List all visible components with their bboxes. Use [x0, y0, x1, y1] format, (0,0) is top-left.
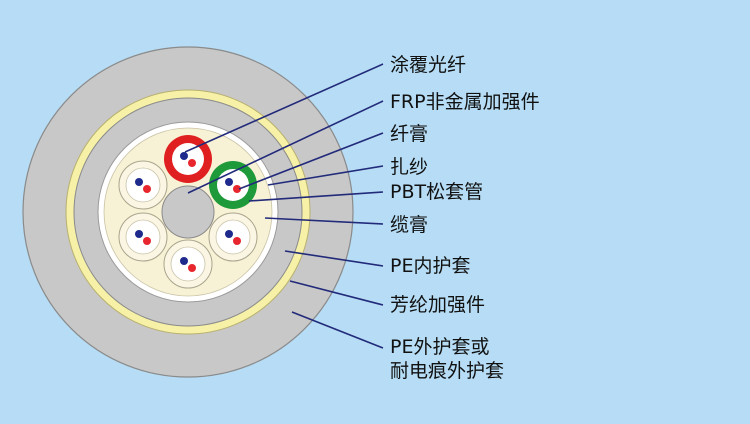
tube-core: [172, 143, 204, 175]
loose-tubes: [118, 135, 258, 289]
label-fiber-gel: 纤膏: [390, 123, 429, 145]
leader-line: [187, 100, 384, 194]
label-pe-outer-sheath-or: PE外护套或: [390, 336, 490, 358]
frp-center: [161, 185, 215, 239]
label-frp-strength-member: FRP非金属加强件: [390, 91, 540, 113]
fiber-blue: [135, 178, 143, 186]
loose-tube: [118, 212, 168, 262]
fiber-red: [188, 159, 196, 167]
label-binder-yarn: 扎纱: [390, 156, 429, 178]
leader-line: [238, 132, 384, 190]
label-coated-fiber: 涂覆光纤: [390, 54, 467, 76]
label-pbt-loose-tube: PBT松套管: [390, 181, 484, 203]
loose-tube: [118, 160, 168, 210]
fiber-red: [143, 185, 151, 193]
fiber-blue: [225, 230, 233, 238]
fiber-blue: [225, 178, 233, 186]
fiber-blue: [135, 230, 143, 238]
leader-line: [291, 311, 384, 349]
tube-core: [125, 167, 161, 203]
loose-tube: [164, 135, 212, 183]
label-aramid-strength: 芳纶加强件: [390, 294, 486, 316]
fiber-red: [188, 264, 196, 272]
leader-lines: [184, 63, 384, 349]
loose-tube: [163, 239, 213, 289]
leader-line: [289, 280, 384, 306]
label-pe-inner-sheath: PE内护套: [390, 255, 471, 277]
fiber-blue: [180, 257, 188, 265]
leader-line: [267, 165, 384, 186]
loose-tube: [209, 161, 257, 209]
tube-core: [170, 246, 206, 282]
tube-core: [215, 219, 251, 255]
leader-line: [184, 63, 384, 153]
leader-line: [264, 217, 384, 225]
leader-line: [248, 191, 384, 202]
tube-core: [217, 169, 249, 201]
fiber-red: [233, 185, 241, 193]
fiber-blue: [180, 152, 188, 160]
leader-line: [284, 250, 384, 267]
label-cable-gel: 缆膏: [390, 214, 429, 236]
loose-tube: [208, 212, 258, 262]
fiber-red: [233, 237, 241, 245]
label-tracking-resistant-sheath: 耐电痕外护套: [390, 360, 505, 382]
fiber-red: [143, 237, 151, 245]
tube-core: [125, 219, 161, 255]
